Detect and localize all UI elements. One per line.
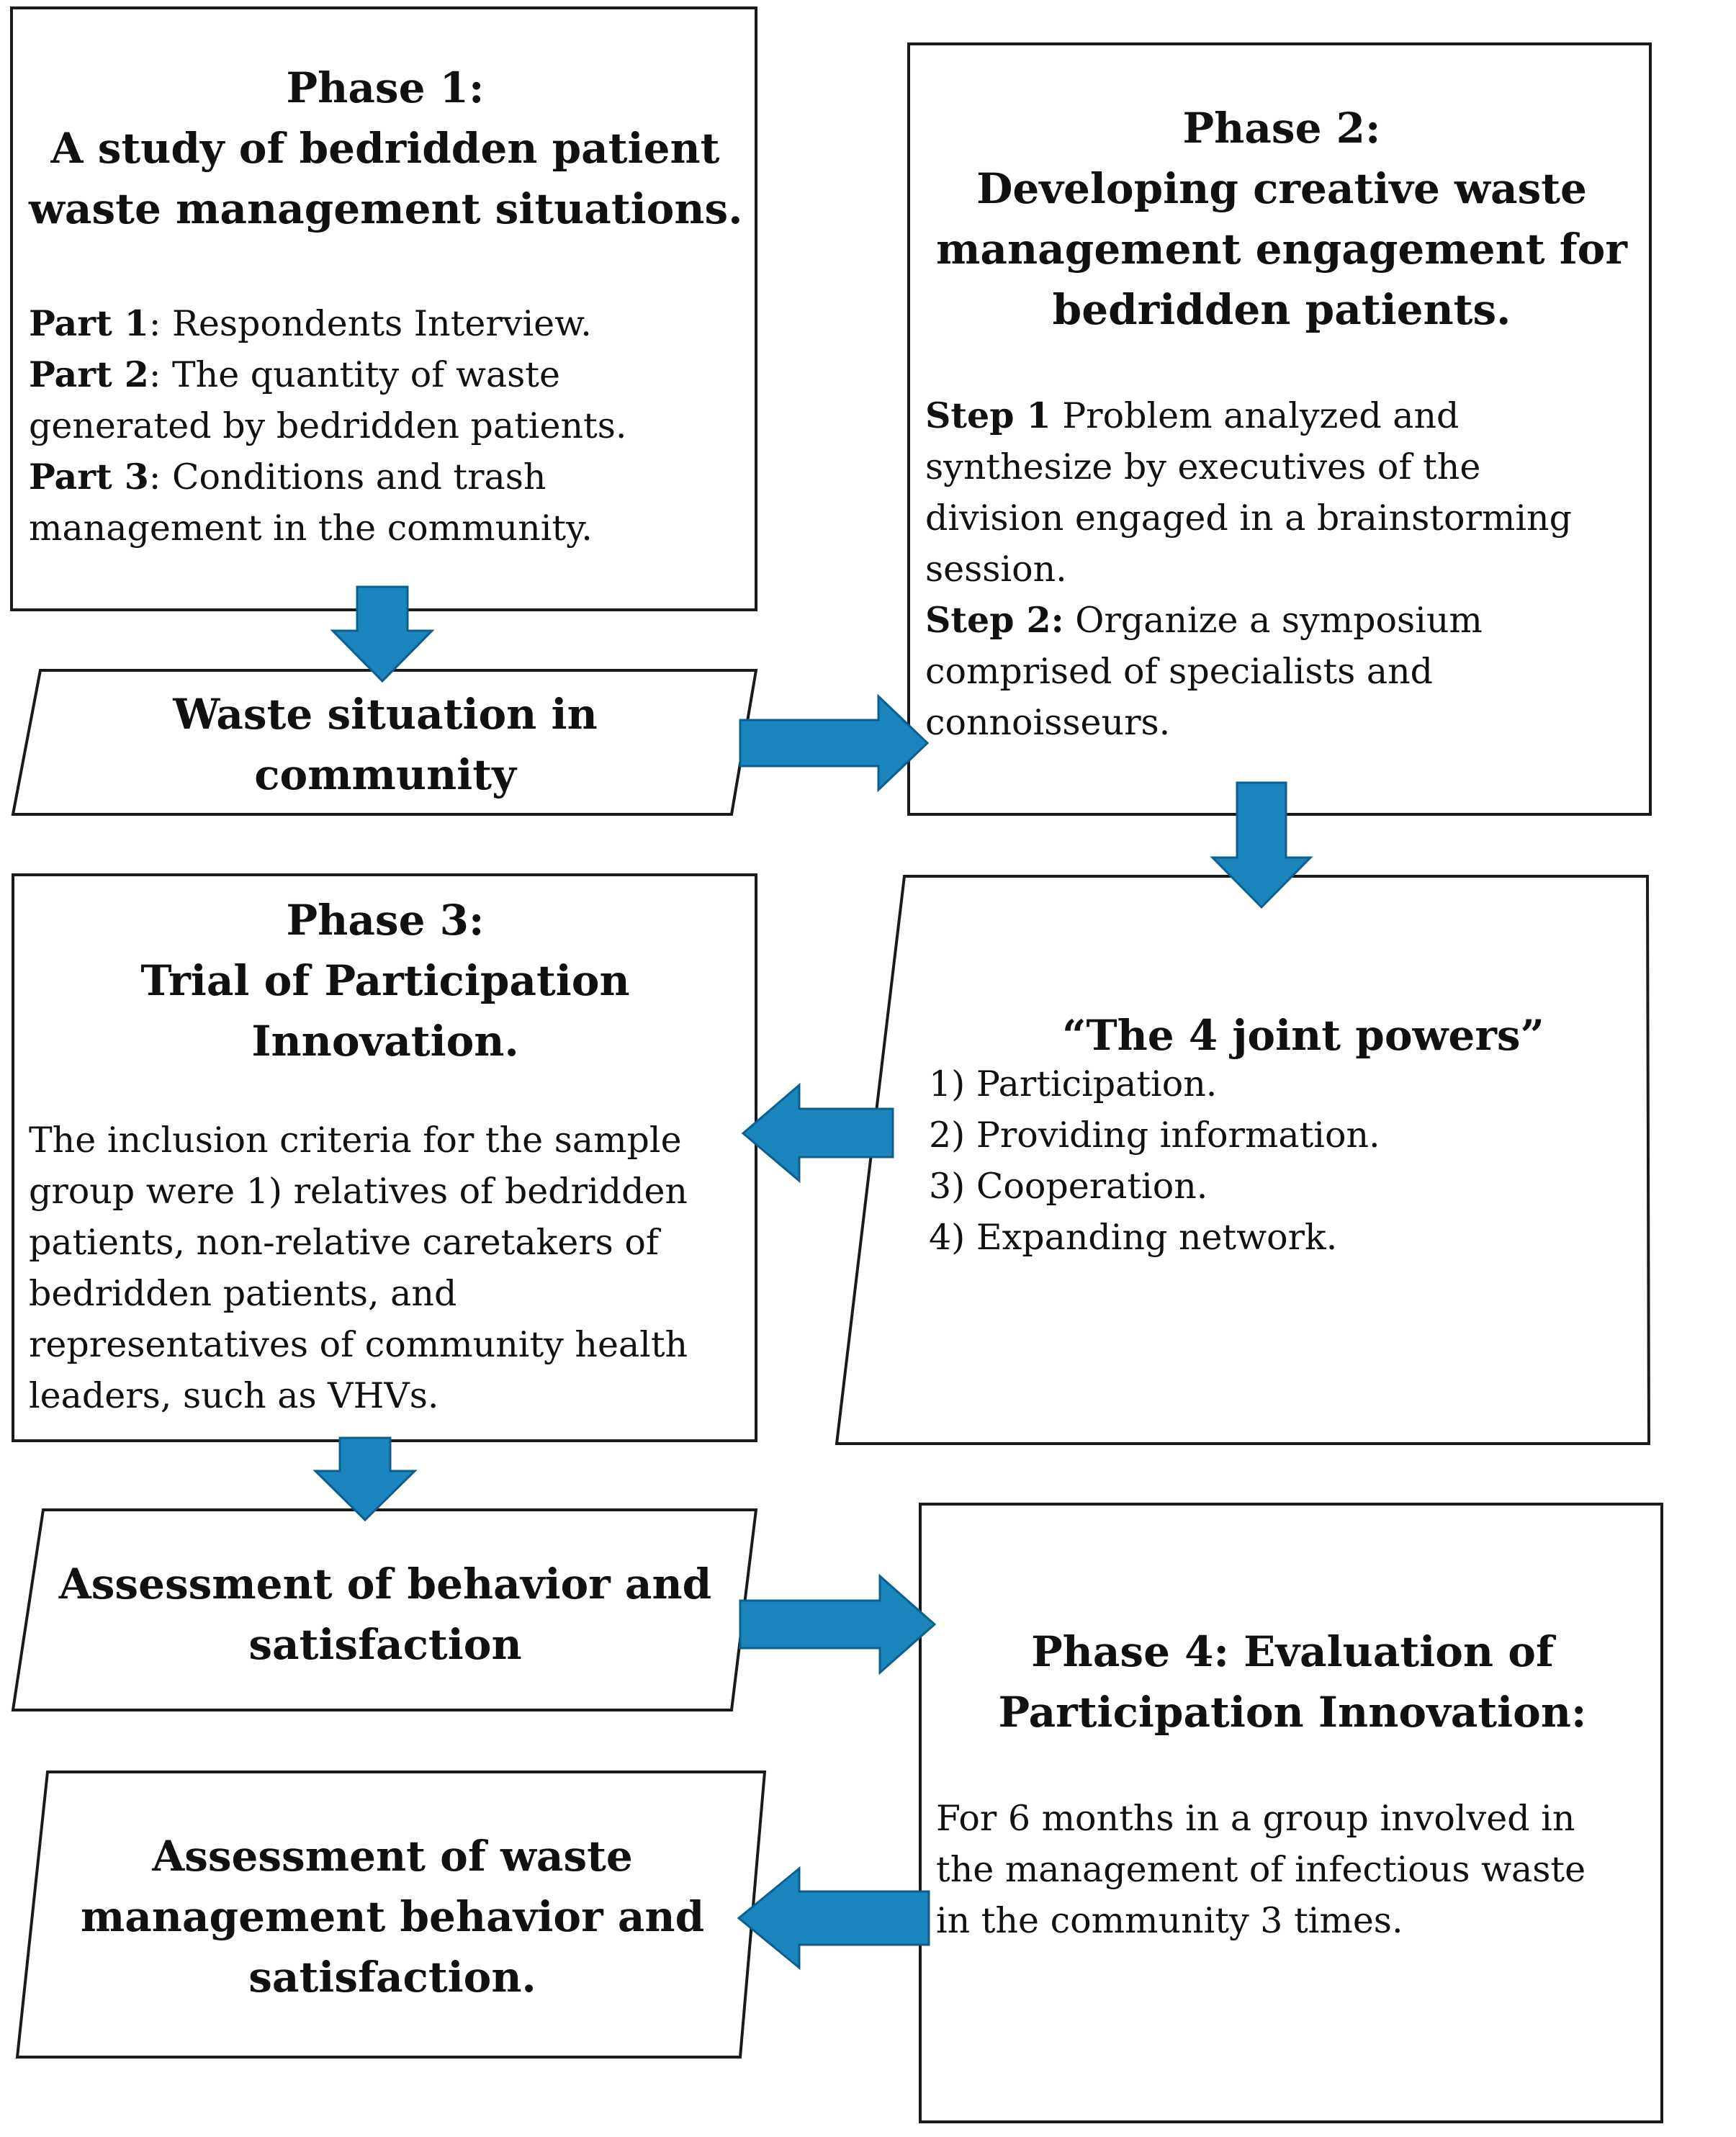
phase3-box (12, 873, 757, 1442)
phase2-step-line: division engaged in a brainstorming (925, 498, 1572, 539)
joint-powers-list: 1) Participation. 2) Providing informati… (929, 1058, 1634, 1263)
phase1-part-line: Part 1: Respondents Interview. (29, 302, 592, 344)
arrow-left-phase4-to-assessment2 (737, 1866, 930, 1971)
phase1-content: Phase 1: A study of bedridden patient wa… (29, 58, 742, 554)
phase4-content: Phase 4: Evaluation of Participation Inn… (936, 1621, 1649, 1946)
waste-situation-parallelogram (11, 669, 758, 816)
phase2-step-line: Step 2: Organize a symposium (925, 599, 1483, 641)
joint-power-item: 1) Participation. (929, 1063, 1218, 1105)
assessment1-label: Assessment of behavior and satisfaction (58, 1560, 712, 1669)
phase2-step-line: Step 1 Problem analyzed and (925, 395, 1460, 436)
phase1-box (10, 6, 757, 611)
phase4-body: For 6 months in a group involved in the … (936, 1798, 1586, 1941)
phase1-title: Phase 1: A study of bedridden patient wa… (29, 63, 743, 233)
joint-power-item: 2) Providing information. (929, 1115, 1380, 1156)
phase1-part-line: management in the community. (29, 508, 593, 549)
phase2-step-line: session. (925, 549, 1067, 590)
phase2-step-line: comprised of specialists and (925, 651, 1434, 692)
phase2-content: Phase 2: Developing creative waste manag… (925, 98, 1638, 748)
waste-situation-label: Waste situation in community (173, 690, 598, 799)
arrow-left-powers-to-phase3 (741, 1082, 894, 1184)
joint-power-item: 4) Expanding network. (929, 1217, 1338, 1258)
phase2-steps: Step 1 Problem analyzed and synthesize b… (925, 390, 1638, 748)
phase3-content: Phase 3: Trial of Participation Innovati… (29, 890, 742, 1421)
arrow-right-assessment-to-phase4 (739, 1573, 937, 1675)
joint-powers-title: “The 4 joint powers” (1062, 1011, 1544, 1060)
phase4-box (919, 1503, 1663, 2123)
assessment2-parallelogram (15, 1771, 767, 2059)
phase2-step-line: synthesize by executives of the (925, 446, 1481, 487)
phase2-box (907, 42, 1652, 816)
phase1-parts: Part 1: Respondents Interview. Part 2: T… (29, 298, 742, 554)
arrow-down-phase3-to-assessment (312, 1436, 418, 1522)
phase2-step-line: connoisseurs. (925, 702, 1171, 743)
assessment1-parallelogram (11, 1508, 758, 1711)
joint-powers-parallelogram (835, 875, 1651, 1445)
assessment2-label: Assessment of waste management behavior … (80, 1832, 705, 2002)
joint-powers-content: “The 4 joint powers” 1) Participation. 2… (929, 1005, 1634, 1263)
arrow-down-phase1-to-waste (330, 585, 435, 683)
arrow-down-phase2-to-powers (1210, 781, 1313, 909)
phase2-title: Phase 2: Developing creative waste manag… (936, 104, 1627, 334)
phase3-body: The inclusion criteria for the sample gr… (29, 1120, 688, 1416)
phase1-part-line: Part 2: The quantity of waste (29, 354, 560, 395)
phase3-title: Phase 3: Trial of Participation Innovati… (140, 896, 630, 1066)
phase1-part-line: generated by bedridden patients. (29, 405, 627, 446)
arrow-right-waste-to-phase2 (739, 693, 930, 793)
phase1-part-line: Part 3: Conditions and trash (29, 456, 547, 498)
joint-power-item: 3) Cooperation. (929, 1166, 1208, 1207)
phase4-title: Phase 4: Evaluation of Participation Inn… (998, 1627, 1587, 1737)
